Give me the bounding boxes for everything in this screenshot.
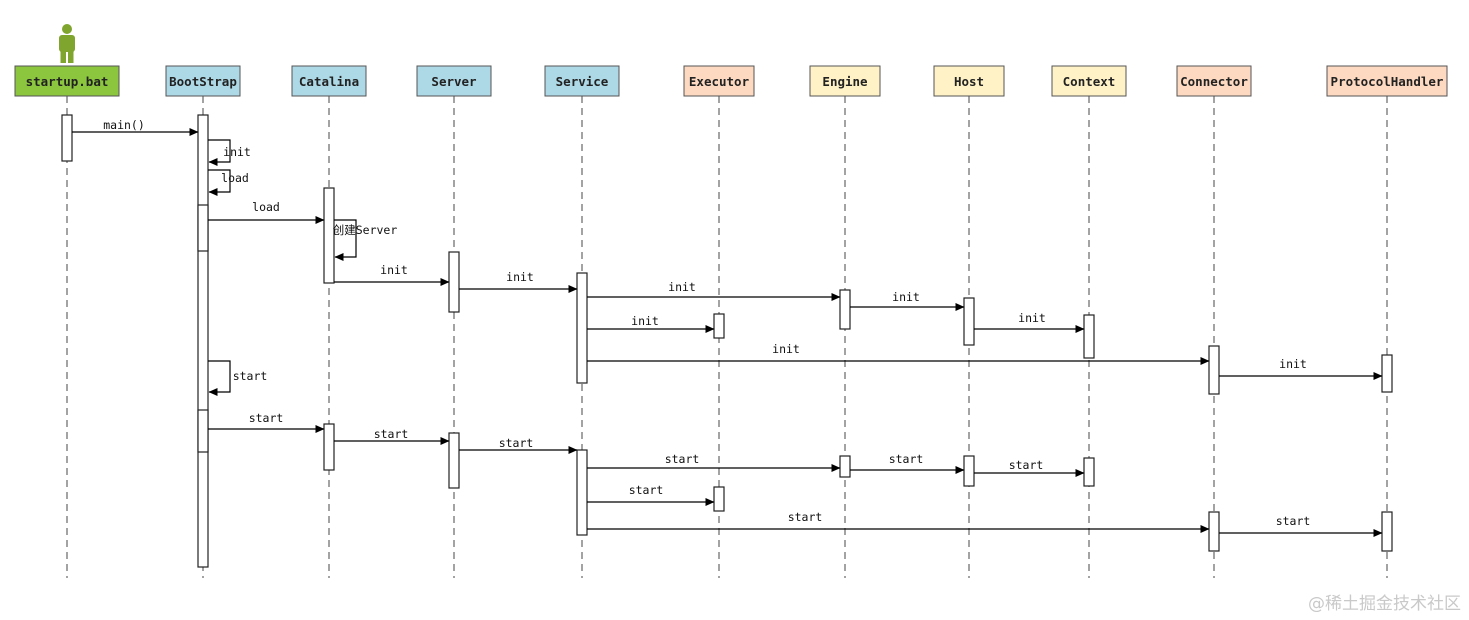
message-label: init xyxy=(772,342,800,356)
message-start-22: start xyxy=(1219,514,1383,537)
participant-label-host: Host xyxy=(954,74,984,89)
message-label: 创建Server xyxy=(333,223,398,237)
participant-label-bootstrap: BootStrap xyxy=(169,74,237,89)
message-start-15: start xyxy=(334,427,450,445)
message-init-5: init xyxy=(334,263,450,286)
message-init-12: init xyxy=(1219,357,1383,380)
activation-bar xyxy=(963,297,975,346)
message-start-21: start xyxy=(587,510,1210,533)
watermark: @稀土掘金技术社区 xyxy=(1308,594,1461,614)
message-label: load xyxy=(221,171,249,185)
activation-bar xyxy=(197,204,209,252)
activation-bar xyxy=(323,187,335,284)
message-init-10: init xyxy=(974,311,1085,333)
message-label: init xyxy=(380,263,408,277)
message-init-11: init xyxy=(587,342,1210,365)
message-label: start xyxy=(374,427,409,441)
participant-box-service xyxy=(544,65,620,97)
participant-box-executor xyxy=(683,65,755,97)
message-label: start xyxy=(249,411,284,425)
participant-label-startup: startup.bat xyxy=(26,74,109,89)
activation-bar xyxy=(197,114,209,568)
message-init-9: init xyxy=(587,314,715,333)
participant-box-host xyxy=(933,65,1005,97)
participant-label-protocolhandler: ProtocolHandler xyxy=(1331,74,1444,89)
participant-label-server: Server xyxy=(431,74,477,89)
activation-bar xyxy=(448,251,460,313)
message-init-8: init xyxy=(850,290,965,311)
message-start-19: start xyxy=(974,458,1085,477)
participant-box-protocolhandler xyxy=(1326,65,1448,97)
message-label: start xyxy=(1276,514,1311,528)
message-start-17: start xyxy=(587,452,841,472)
message-label: start xyxy=(889,452,924,466)
participant-label-context: Context xyxy=(1063,74,1116,89)
message-start-16: start xyxy=(459,436,578,454)
message-label: start xyxy=(665,452,700,466)
participant-label-catalina: Catalina xyxy=(299,74,359,89)
activation-bar xyxy=(61,114,73,162)
activation-bar xyxy=(1083,457,1095,487)
participant-label-executor: Executor xyxy=(689,74,750,89)
message-main-0: main() xyxy=(72,118,199,136)
activation-bar xyxy=(713,486,725,512)
message-label: init xyxy=(506,270,534,284)
activation-bar xyxy=(1208,345,1220,395)
activation-bar xyxy=(576,272,588,384)
message-start-18: start xyxy=(850,452,965,474)
activation-bar xyxy=(963,455,975,487)
activation-bar xyxy=(1208,511,1220,552)
message-label: init xyxy=(1018,311,1046,325)
message-load-2: load xyxy=(208,169,249,196)
participant-label-connector: Connector xyxy=(1180,74,1248,89)
activation-bar xyxy=(197,409,209,453)
message-label: init xyxy=(1279,357,1307,371)
activation-bar xyxy=(839,455,851,478)
activation-bar xyxy=(448,432,460,489)
message-load-3: load xyxy=(208,200,325,224)
participant-box-catalina xyxy=(291,65,367,97)
activation-bar xyxy=(1381,511,1393,552)
activation-bar xyxy=(1381,354,1393,393)
message-label: start xyxy=(788,510,823,524)
participant-label-service: Service xyxy=(556,74,609,89)
message-init-7: init xyxy=(587,280,841,301)
participant-box-context xyxy=(1051,65,1127,97)
message-label: start xyxy=(499,436,534,450)
message-label: main() xyxy=(103,118,145,132)
message-init-1: init xyxy=(208,139,251,166)
participant-box-startup xyxy=(14,65,120,97)
participant-label-engine: Engine xyxy=(822,74,868,89)
message-label: start xyxy=(233,369,268,383)
participant-box-connector xyxy=(1176,65,1252,97)
activation-bar xyxy=(323,423,335,471)
activation-bar xyxy=(1083,314,1095,359)
message-label: init xyxy=(223,145,251,159)
activation-bar xyxy=(839,289,851,330)
message-label: init xyxy=(631,314,659,328)
message-label: load xyxy=(252,200,280,214)
participant-box-bootstrap xyxy=(165,65,241,97)
message-init-6: init xyxy=(459,270,578,293)
message-start-20: start xyxy=(587,483,715,506)
message-label: init xyxy=(892,290,920,304)
message-label: start xyxy=(629,483,664,497)
participant-box-server xyxy=(416,65,492,97)
message-label: init xyxy=(668,280,696,294)
message-start-14: start xyxy=(208,411,325,433)
activation-bar xyxy=(713,313,725,339)
message-label: start xyxy=(1009,458,1044,472)
activation-bar xyxy=(576,449,588,536)
message-start-13: start xyxy=(208,360,268,396)
message-Server-4: 创建Server xyxy=(333,219,398,261)
participant-box-engine xyxy=(809,65,881,97)
person-icon xyxy=(59,24,75,63)
